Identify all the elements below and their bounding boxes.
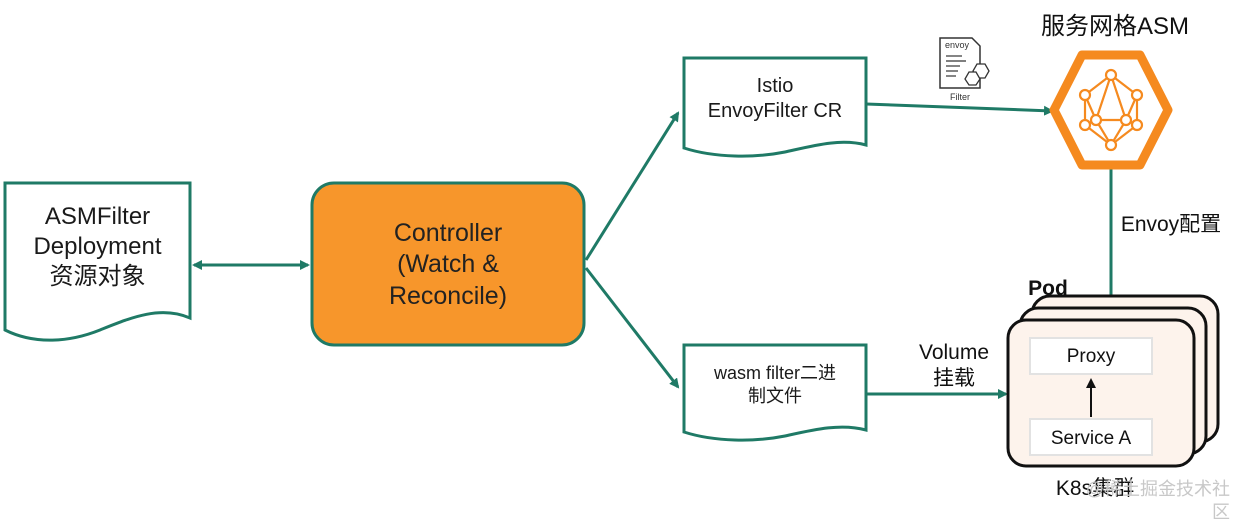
cluster-label: K8s集群: [1055, 477, 1135, 500]
edge-envoyfilter-asm: [865, 102, 1054, 116]
volume-mount-label: Volume 挂载: [900, 340, 1008, 393]
envoy-config-label: Envoy配置: [1120, 213, 1222, 236]
envoy-icon-bottom-label: Filter: [950, 92, 970, 102]
wasm-line1: wasm filter二进: [713, 363, 836, 383]
service-label: Service A: [1050, 428, 1132, 449]
envoy-icon-top-label: envoy: [944, 40, 970, 50]
service-box: [1029, 418, 1153, 456]
proxy-label: Proxy: [1066, 346, 1116, 367]
asmfilter-line1: ASMFilter: [44, 203, 151, 230]
envoyfilter-line2: EnvoyFilter CR: [707, 100, 843, 122]
asm-title: 服务网格ASM: [1040, 13, 1189, 40]
volume-line1: Volume: [918, 341, 990, 364]
wasm-label: wasm filter二进 制文件: [684, 362, 866, 407]
wasm-document-shape: [682, 343, 868, 442]
envoyfilter-line1: Istio: [756, 75, 794, 97]
controller-line2: (Watch &: [397, 250, 499, 279]
controller-line1: Controller: [393, 219, 503, 247]
asmfilter-label: ASMFilter Deployment 资源对象: [5, 202, 190, 292]
controller-box: [310, 181, 586, 347]
asmfilter-line3: 资源对象: [49, 263, 146, 290]
edge-controller-envoyfilter: [584, 111, 680, 261]
asm-hexagon-icon: [1049, 50, 1173, 170]
envoyfilter-label: Istio EnvoyFilter CR: [684, 74, 866, 124]
controller-label: Controller (Watch & Reconcile): [312, 218, 584, 312]
proxy-box: [1029, 337, 1153, 375]
asmfilter-document-shape: [3, 181, 192, 342]
wasm-line2: 制文件: [748, 385, 802, 406]
watermark: @稀土掘金技术社区: [1085, 479, 1230, 522]
controller-line3: Reconcile): [388, 281, 508, 310]
pod-label: Pod: [1028, 277, 1068, 300]
volume-line2: 挂载: [933, 367, 975, 391]
envoy-filter-document-icon: [939, 37, 990, 89]
asmfilter-line2: Deployment: [33, 233, 162, 260]
envoyfilter-document-shape: [682, 56, 868, 158]
edge-controller-wasm: [584, 267, 680, 389]
